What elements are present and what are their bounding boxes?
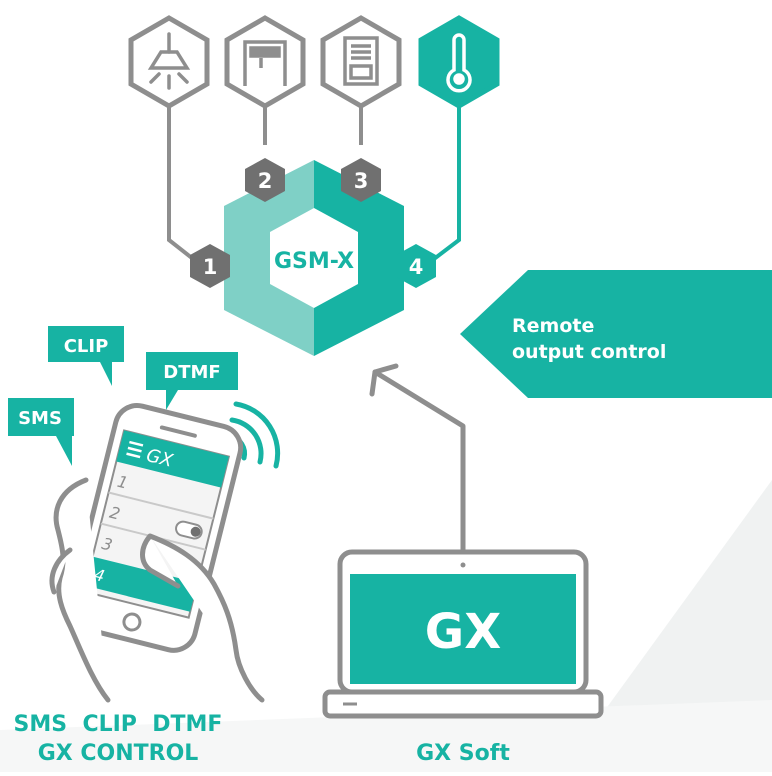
menu-icon xyxy=(126,440,144,459)
connector-lines xyxy=(167,100,461,264)
device-shutter xyxy=(320,15,402,109)
gsm-x-hub: GSM-X xyxy=(224,160,404,356)
bubble-dtmf: DTMF xyxy=(146,352,238,410)
bubble-dtmf-label: DTMF xyxy=(163,362,220,383)
gate-icon xyxy=(243,40,287,86)
laptop-caption: GX Soft xyxy=(416,741,510,766)
phone-row-2: 2 xyxy=(108,503,122,524)
phone-app-header xyxy=(116,430,229,488)
output-label-1: 1 xyxy=(203,255,218,279)
connector-line-1 xyxy=(167,100,199,264)
bubble-clip: CLIP xyxy=(48,326,124,386)
bubble-sms: SMS xyxy=(8,398,74,466)
output-badge-1: 1 xyxy=(190,244,230,288)
laptop-camera xyxy=(460,562,466,568)
remote-banner: Remote output control xyxy=(460,270,772,398)
connector-line-4 xyxy=(428,100,461,264)
hub-label: GSM-X xyxy=(274,249,354,274)
device-lamp xyxy=(128,15,210,109)
hub-inner-shape xyxy=(270,208,358,308)
laptop-screen xyxy=(350,574,576,684)
output-badge-4: 4 xyxy=(396,244,436,288)
bubble-sms-label: SMS xyxy=(18,408,62,429)
background-shape xyxy=(560,480,772,772)
device-gate xyxy=(224,15,306,109)
output-badge-2: 2 xyxy=(245,158,285,202)
laptop-base xyxy=(322,689,604,719)
output-label-2: 2 xyxy=(258,169,273,193)
phone-home-button xyxy=(122,612,142,632)
arrow-head-icon xyxy=(369,363,399,397)
hand-outline xyxy=(49,477,265,703)
laptop-screen-label: GX xyxy=(425,604,501,660)
laptop: GX xyxy=(322,549,604,719)
control-arrow xyxy=(369,363,466,553)
remote-banner-line2: output control xyxy=(512,341,666,363)
thermometer-icon xyxy=(446,33,472,93)
phone-row-1: 1 xyxy=(115,472,129,493)
output-label-4: 4 xyxy=(409,255,424,279)
remote-banner-line1: Remote xyxy=(512,315,594,337)
roller-shutter-icon xyxy=(343,36,379,86)
output-badge-3: 3 xyxy=(341,158,381,202)
output-label-3: 3 xyxy=(354,169,369,193)
device-thermometer xyxy=(418,15,500,109)
bubble-clip-label: CLIP xyxy=(64,336,109,357)
ceiling-lamp-icon xyxy=(147,32,191,90)
phone-row-3: 3 xyxy=(100,534,114,555)
phone-speaker xyxy=(159,425,197,438)
phone-caption-line2: GX CONTROL xyxy=(38,741,199,766)
phone-row-4-highlight xyxy=(85,556,198,612)
phone-caption-line1: SMS CLIP DTMF xyxy=(14,712,223,737)
